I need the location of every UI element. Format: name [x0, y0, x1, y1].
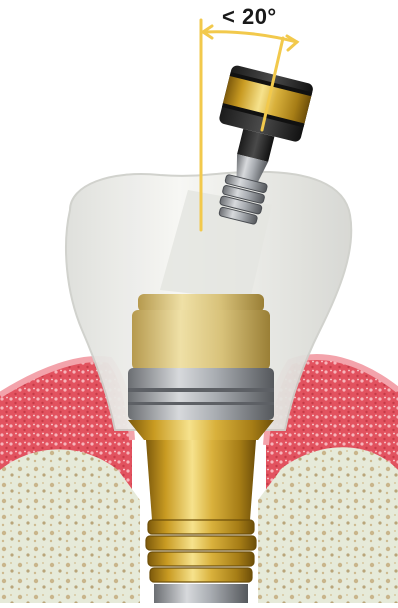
implant-fixture	[146, 440, 256, 603]
abutment	[128, 294, 274, 440]
arrowhead-right	[287, 36, 297, 50]
angle-label: < 20°	[222, 4, 277, 30]
